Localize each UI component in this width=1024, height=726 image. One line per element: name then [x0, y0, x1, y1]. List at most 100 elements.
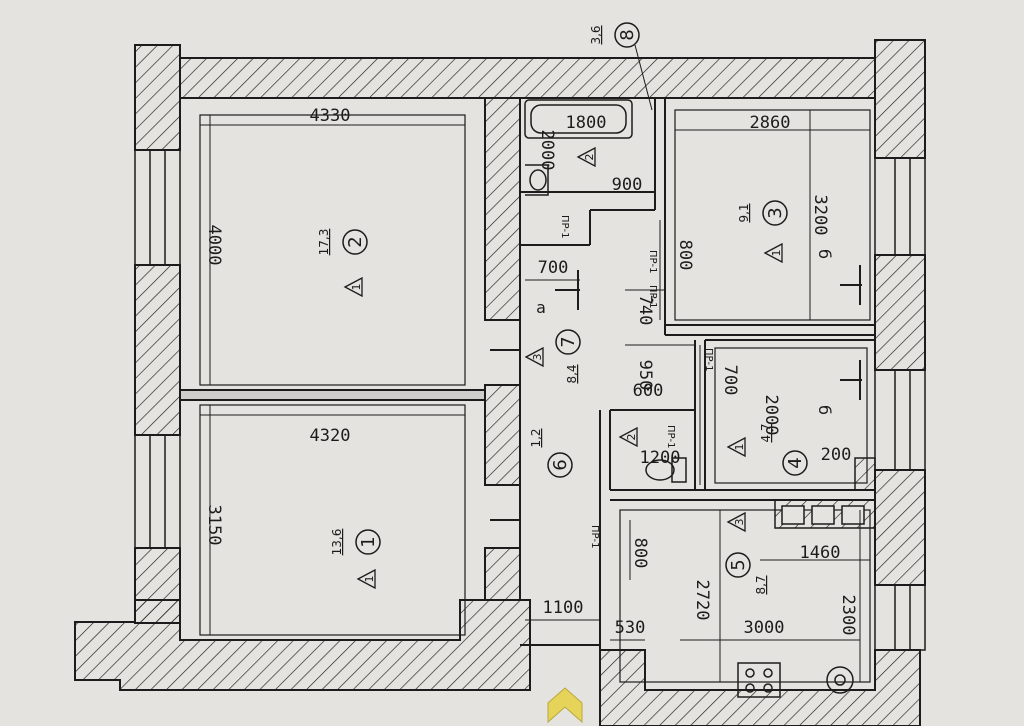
dim-1460: 1460: [800, 543, 841, 563]
duct-column: [854, 457, 876, 491]
room-category: 1: [363, 576, 376, 583]
dim-4330: 4330: [310, 106, 351, 126]
room-category: 3: [733, 519, 746, 526]
dim-900: 900: [612, 175, 643, 195]
wall-left-2: [134, 264, 181, 436]
mark-b-room3: б: [815, 249, 834, 259]
entry-arrow-icon: [547, 687, 583, 724]
room-label-8-category: 2: [576, 146, 596, 168]
room-number: 1: [358, 536, 379, 547]
room-category: 2: [583, 154, 596, 161]
mark-pr-4: ПР-1: [703, 348, 714, 372]
dim-3150: 3150: [204, 505, 224, 546]
room-number-circle: [762, 200, 788, 226]
room-area: 13,6: [330, 529, 344, 556]
dim-2300: 2300: [838, 595, 858, 636]
dim-2860: 2860: [750, 113, 791, 133]
wall-bottom-right: [599, 649, 921, 726]
dim-2000-room4: 2000: [761, 395, 781, 436]
window-right-3: [874, 584, 926, 651]
room-number: 3: [765, 207, 786, 218]
room-area: 9,1: [737, 203, 751, 222]
dim-700-room4: 700: [720, 365, 740, 396]
room-label-6: 6 1,2: [529, 428, 573, 478]
room-label-7: 7 8,4 3: [524, 329, 581, 384]
room-category: 3: [531, 354, 544, 361]
mark-pr-5: ПР-1: [665, 425, 676, 449]
room-label-3: 3 9,1 1: [737, 200, 788, 264]
door-markers: [490, 265, 862, 521]
room-label-8: 8 3,6: [589, 22, 640, 48]
dim-1800: 1800: [566, 113, 607, 133]
room-number-circle: [782, 450, 808, 476]
room-number: 5: [728, 559, 749, 570]
stove-icon: [737, 662, 781, 698]
room-label-1: 1 13,6 1: [330, 529, 381, 590]
room-label-2: 2 17,3 1: [317, 229, 368, 298]
room-number: 4: [785, 457, 806, 468]
dim-2720: 2720: [692, 580, 712, 621]
room-area: 3,6: [589, 25, 603, 44]
room-category: 1: [733, 444, 746, 451]
window-right-1: [874, 157, 926, 256]
partition-rooms-1-2: [179, 389, 486, 401]
dim-530: 530: [615, 618, 646, 638]
wall-right-2: [874, 254, 926, 371]
room-number-circle: [725, 552, 751, 578]
room-area: 1,2: [529, 428, 543, 447]
wall-right-1: [874, 39, 926, 159]
room-label-6-category: 2: [618, 426, 638, 448]
walls: [74, 39, 926, 726]
room-number: 2: [345, 236, 366, 247]
room-label-5-category: 3: [726, 511, 746, 533]
sink-icon: [525, 164, 549, 196]
mark-pr-2: ПР-1: [647, 250, 658, 274]
room-label-4-category: 1: [726, 436, 746, 458]
room-number: 6: [550, 459, 571, 470]
room-label-4: 4 4,7: [759, 423, 808, 476]
dim-1200: 1200: [640, 448, 681, 468]
window-left-1: [134, 149, 181, 266]
dim-800-room3: 800: [675, 240, 695, 271]
ventilation-ducts-icon: [774, 499, 876, 529]
room-area: 8,7: [754, 575, 768, 594]
toilet-icon: [645, 457, 687, 483]
wall-inner-1: [484, 97, 521, 321]
room-outlines: [199, 109, 871, 683]
dim-2000-bath: 2000: [537, 130, 557, 171]
mark-pr-3: ПР-1: [647, 285, 658, 309]
room-category: 1: [350, 284, 363, 291]
dim-4320: 4320: [310, 426, 351, 446]
room-number: 7: [558, 336, 579, 347]
dim-3000: 3000: [744, 618, 785, 638]
wall-inner-3: [484, 547, 521, 601]
dim-700-corridor: 700: [538, 258, 569, 278]
dimension-labels: 4330 4320 4000 3150 1800 2000 900 2860 3…: [204, 106, 858, 638]
room-8-leader-line: [634, 44, 653, 111]
window-left-2: [134, 434, 181, 549]
annotation-marks: ПР-1 ПР-1 ПР-1 ПР-1 ПР-1 ПР-1 а б б: [536, 215, 834, 549]
room-number-circle: [555, 329, 581, 355]
mark-pr-6: ПР-1: [589, 525, 600, 549]
mark-a: а: [536, 298, 546, 317]
dim-4000: 4000: [204, 225, 224, 266]
wall-left-1: [134, 44, 181, 151]
room-category: 2: [625, 434, 638, 441]
dim-950: 950: [635, 360, 655, 391]
room-area: 8,4: [565, 364, 579, 383]
room-number-circle: [547, 452, 573, 478]
dim-3200: 3200: [810, 195, 830, 236]
boiler-icon: [826, 666, 854, 694]
wall-right-3: [874, 469, 926, 586]
dim-740: 740: [635, 295, 655, 326]
room-area: 4,7: [759, 423, 773, 442]
room-area: 17,3: [317, 229, 331, 256]
dim-1100: 1100: [543, 598, 584, 618]
room-label-5: 5 8,7: [725, 552, 768, 595]
room-number-circle: [355, 529, 381, 555]
room-number-circle: [614, 22, 640, 48]
mark-pr-1: ПР-1: [559, 215, 570, 239]
dim-600: 600: [633, 381, 664, 401]
window-right-2: [874, 369, 926, 471]
